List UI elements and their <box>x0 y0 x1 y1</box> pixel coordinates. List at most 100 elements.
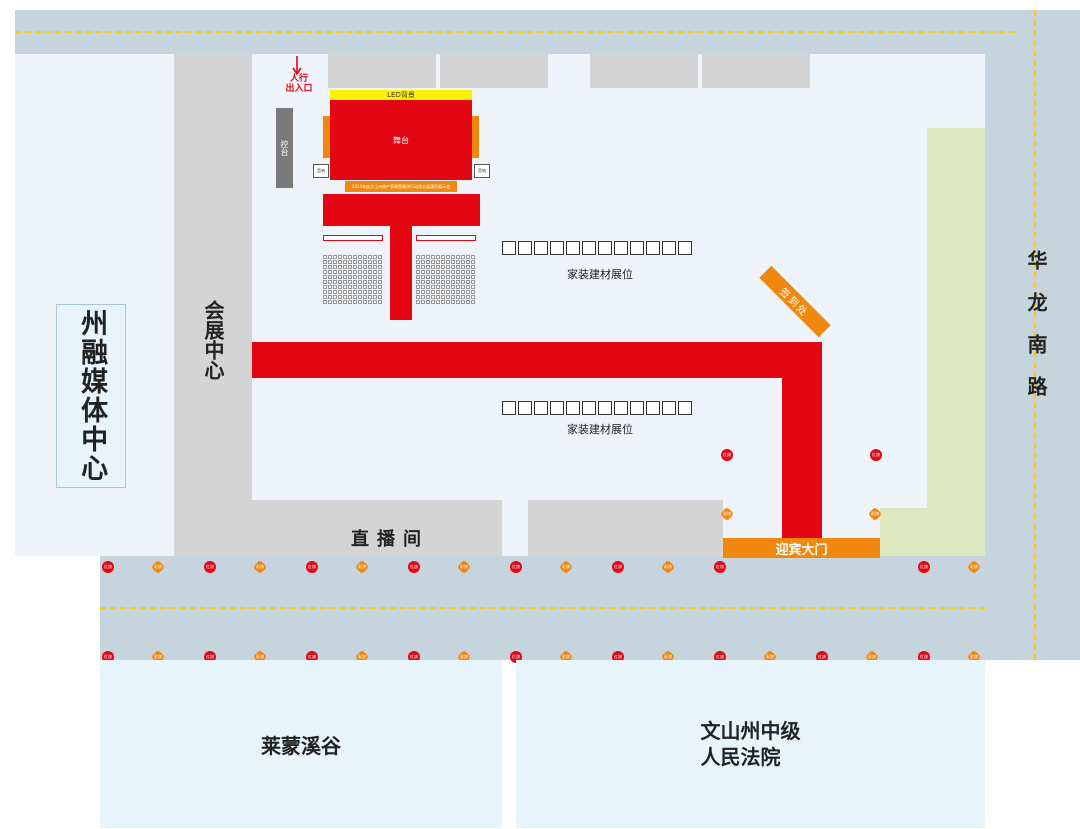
court-label: 文山州中级 人民法院 <box>700 719 801 769</box>
seat <box>446 280 450 284</box>
seat <box>426 295 430 299</box>
seat <box>353 270 357 274</box>
seat <box>368 285 372 289</box>
seat <box>431 255 435 259</box>
seat <box>471 280 475 284</box>
seat <box>323 275 327 279</box>
seat <box>373 285 377 289</box>
seat <box>466 270 470 274</box>
seat <box>323 260 327 264</box>
booth <box>566 401 580 415</box>
seat <box>421 265 425 269</box>
green-belt-lower <box>880 508 930 556</box>
booth-label-1: 家装建材展位 <box>567 268 633 281</box>
seat <box>471 290 475 294</box>
seat <box>338 255 342 259</box>
seat <box>451 290 455 294</box>
seat <box>368 265 372 269</box>
seat <box>446 295 450 299</box>
seat <box>446 255 450 259</box>
seat <box>471 295 475 299</box>
seat <box>343 280 347 284</box>
seat <box>378 255 382 259</box>
seat <box>338 265 342 269</box>
left-speaker: 音响 <box>313 164 329 178</box>
seat <box>471 285 475 289</box>
led-backdrop: LED背景 <box>330 90 472 100</box>
gate-carpet <box>782 342 822 538</box>
seat <box>348 265 352 269</box>
stage-right-screen <box>472 116 479 158</box>
seat <box>451 270 455 274</box>
convention-center-bottom-right <box>528 500 723 556</box>
seat <box>456 255 460 259</box>
seat <box>378 300 382 304</box>
seat <box>441 260 445 264</box>
seat <box>368 255 372 259</box>
seat <box>363 280 367 284</box>
booth <box>582 401 596 415</box>
seat <box>373 280 377 284</box>
seat <box>333 290 337 294</box>
top-road-lane-line <box>15 31 1015 33</box>
seat <box>358 295 362 299</box>
seat <box>416 265 420 269</box>
seat <box>421 285 425 289</box>
top-block-1 <box>328 54 436 88</box>
seat <box>456 270 460 274</box>
vip-row-left <box>323 235 383 241</box>
top-block-4 <box>702 54 810 88</box>
seat <box>378 275 382 279</box>
seat <box>431 260 435 264</box>
seat <box>338 275 342 279</box>
seat <box>441 275 445 279</box>
booth <box>550 401 564 415</box>
seat <box>416 270 420 274</box>
seat <box>333 295 337 299</box>
seat <box>333 280 337 284</box>
booth <box>630 241 644 255</box>
seat <box>456 290 460 294</box>
red-flag: 红旗 <box>721 449 733 461</box>
left-speaker-label: 音响 <box>317 168 325 173</box>
runway-top <box>323 194 480 226</box>
booth <box>534 241 548 255</box>
seat <box>466 290 470 294</box>
seat <box>323 265 327 269</box>
pedestrian-entrance-label: 人行 出入口 <box>285 74 313 94</box>
seat <box>431 270 435 274</box>
seat <box>466 260 470 264</box>
court-block: 文山州中级 人民法院 <box>516 660 985 828</box>
seat <box>416 285 420 289</box>
seat <box>348 255 352 259</box>
seat <box>426 275 430 279</box>
seat <box>348 290 352 294</box>
seat <box>451 280 455 284</box>
seat <box>328 270 332 274</box>
stage-left-screen <box>323 116 330 158</box>
seat <box>358 270 362 274</box>
booth <box>630 401 644 415</box>
seat <box>466 265 470 269</box>
seat <box>461 255 465 259</box>
seat <box>446 270 450 274</box>
seat <box>343 295 347 299</box>
stage-banner: 2023年度文山州房产家装暨春风行动第五届惠民展示会 <box>345 181 457 192</box>
seat <box>431 290 435 294</box>
south-road-lane-line <box>100 607 985 609</box>
seat <box>416 290 420 294</box>
console-label: 控台 <box>280 140 289 156</box>
seat <box>421 260 425 264</box>
seat <box>421 290 425 294</box>
seat <box>426 280 430 284</box>
seat <box>338 270 342 274</box>
welcome-gate-label: 迎宾大门 <box>775 542 828 558</box>
booth-label-2: 家装建材展位 <box>567 423 633 436</box>
convention-center-label: 会展中心 <box>201 300 225 380</box>
seat <box>378 290 382 294</box>
live-room-label: 直播间 <box>351 529 429 550</box>
seat <box>451 275 455 279</box>
seat <box>353 265 357 269</box>
seat <box>416 295 420 299</box>
booth <box>662 401 676 415</box>
